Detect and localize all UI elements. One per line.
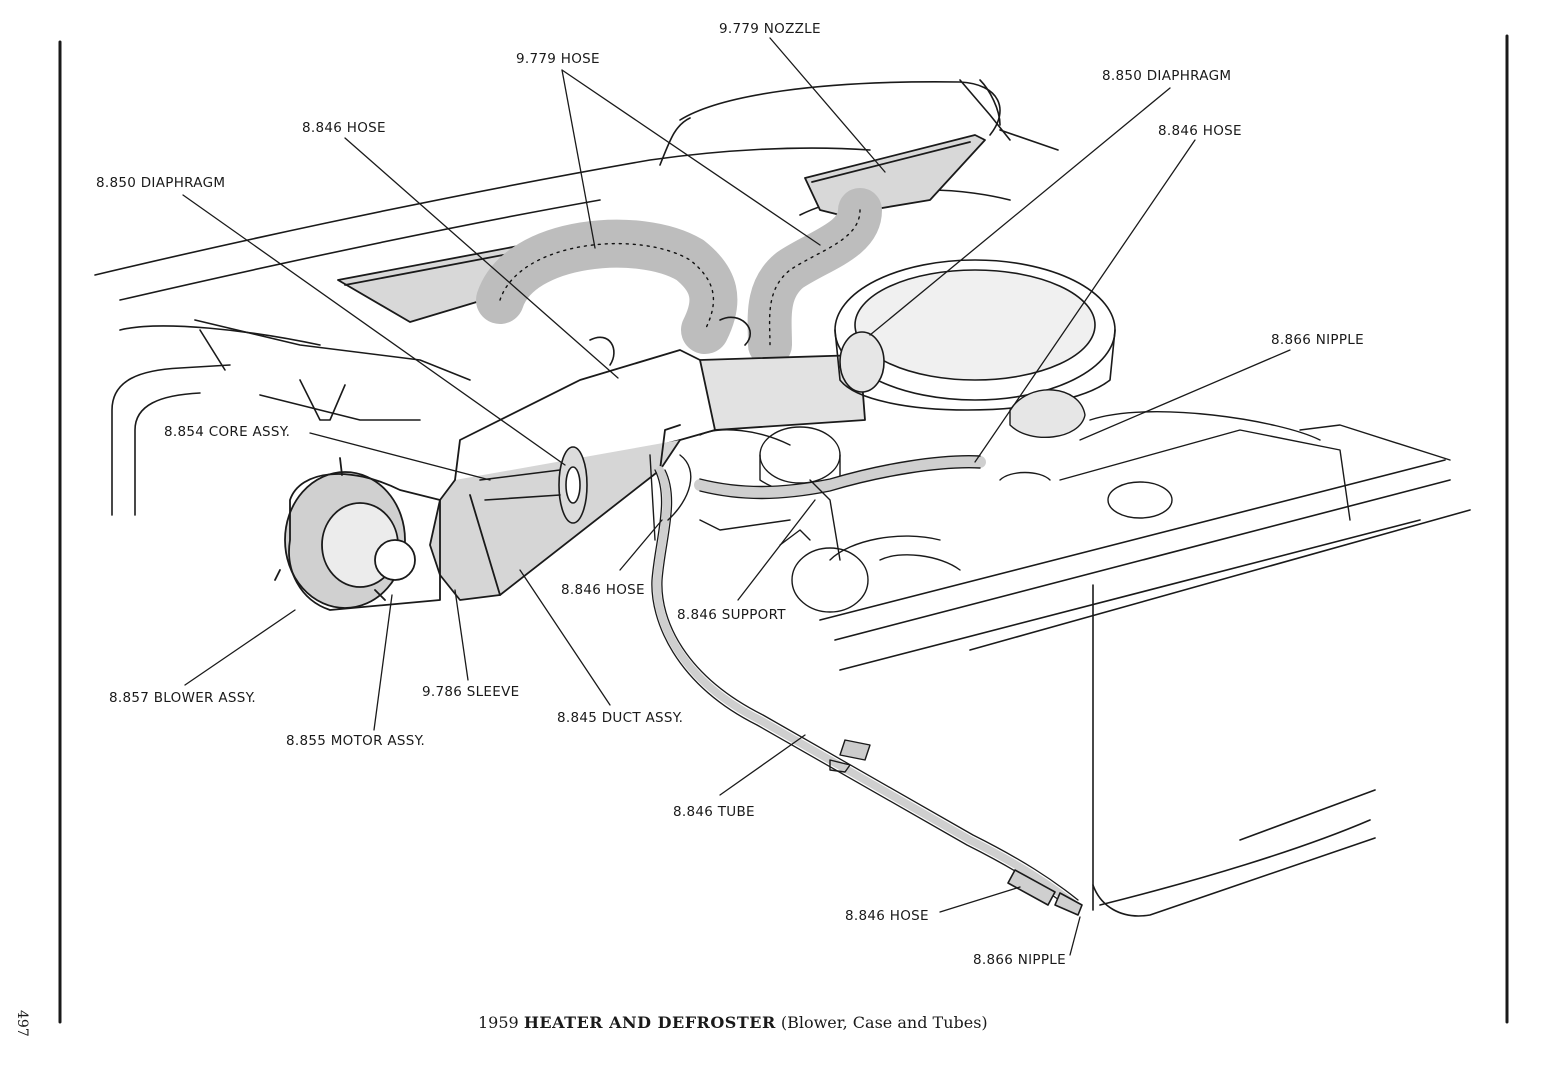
label-8855-motor-assy: 8.855 MOTOR ASSY. (286, 733, 426, 749)
label-8846-hose-mid: 8.846 HOSE (561, 582, 645, 598)
air-cleaner (834, 259, 1116, 411)
label-8866-nipple-bottom: 8.866 NIPPLE (973, 952, 1066, 968)
core-valve (479, 446, 588, 524)
lower-hose-end (1007, 869, 1083, 916)
page-number: 497 (14, 1010, 30, 1037)
caption-title: HEATER AND DEFROSTER (523, 1013, 776, 1032)
caption-subtitle: (Blower, Case and Tubes) (780, 1013, 988, 1032)
heater-hose-upper-outline (699, 455, 981, 500)
diaphragm-left-shape (589, 316, 751, 366)
vertical-hose (649, 454, 692, 541)
label-9779-nozzle: 9.779 NOZZLE (719, 21, 821, 37)
label-8846-tube: 8.846 TUBE (673, 804, 755, 820)
label-8857-blower-assy: 8.857 BLOWER ASSY. (109, 690, 256, 706)
right-defroster-nozzle (804, 134, 986, 216)
label-8866-nipple-right: 8.866 NIPPLE (1271, 332, 1364, 348)
label-8854-core-assy: 8.854 CORE ASSY. (164, 424, 291, 440)
fender (819, 459, 1471, 917)
caption-year: 1959 (478, 1013, 519, 1032)
engine-outline (699, 389, 1451, 613)
label-9779-hose: 9.779 HOSE (516, 51, 600, 67)
label-8846-hose-right: 8.846 HOSE (1158, 123, 1242, 139)
hose-support (779, 479, 841, 561)
label-8845-duct-assy: 8.845 DUCT ASSY. (557, 710, 684, 726)
blower-assembly (274, 457, 441, 611)
tube-clamp (829, 739, 871, 773)
heater-case (429, 349, 866, 601)
heater-tube-lower (652, 466, 1079, 909)
dashboard-outline (94, 79, 1059, 516)
heater-hose-upper (694, 455, 986, 499)
diaphragm-right-shape (839, 331, 885, 393)
label-8846-hose-left: 8.846 HOSE (302, 120, 386, 136)
label-8846-support: 8.846 SUPPORT (677, 607, 786, 623)
heater-tube-lower-outline (651, 469, 1079, 911)
label-8846-hose-bottom: 8.846 HOSE (845, 908, 929, 924)
leader-lines (182, 37, 1291, 956)
label-8850-diaphragm-right: 8.850 DIAPHRAGM (1102, 68, 1232, 84)
figure-caption: 1959 HEATER AND DEFROSTER (Blower, Case … (478, 1013, 988, 1032)
label-8850-diaphragm-left: 8.850 DIAPHRAGM (96, 175, 226, 191)
defroster-hose-left (476, 219, 738, 354)
defroster-hose-right (747, 188, 882, 367)
label-9786-sleeve: 9.786 SLEEVE (422, 684, 520, 700)
